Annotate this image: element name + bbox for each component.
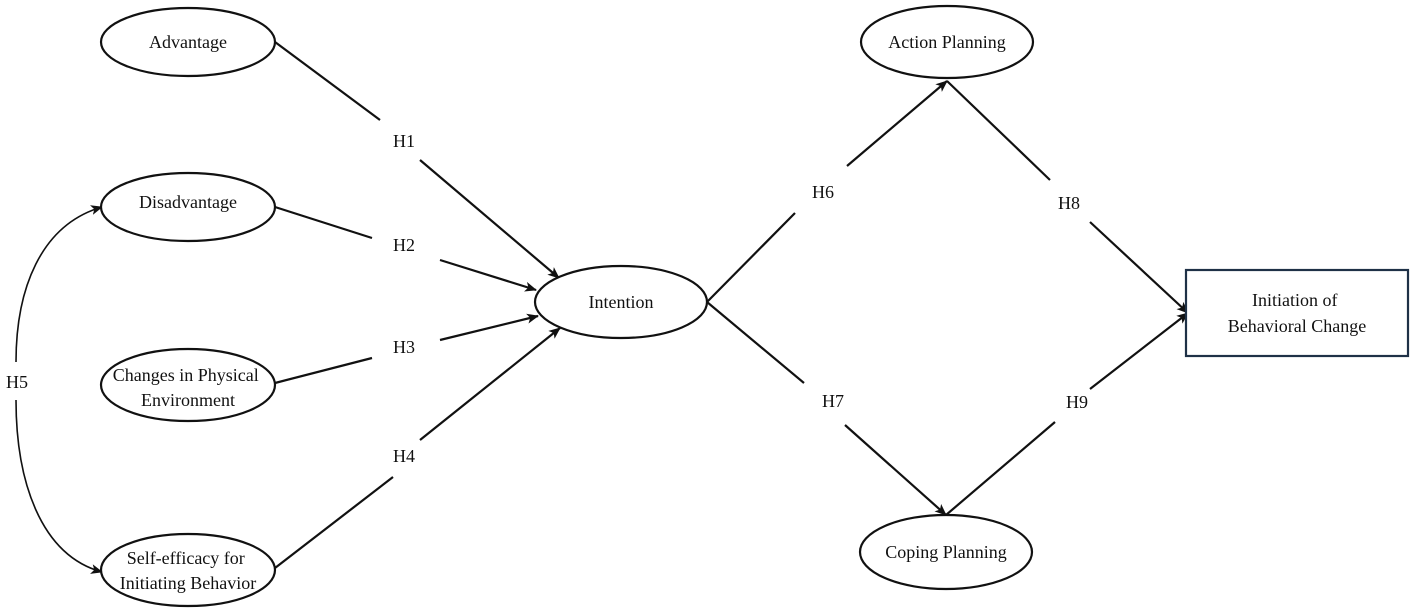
edge-h3-arrow <box>439 313 539 342</box>
edge-h6-segment-a <box>706 212 796 303</box>
hypothesis-label-h9: H9 <box>1066 392 1088 412</box>
hypothesis-label-h6: H6 <box>812 182 834 202</box>
edge-h7-segment-a <box>706 301 805 384</box>
hypothesis-label-h4: H4 <box>393 446 415 466</box>
edge-h8-segment-a <box>946 80 1051 181</box>
edges <box>15 41 1189 574</box>
edge-h4-segment-a <box>274 476 394 569</box>
hypothesis-labels: H1 H2 H3 H4 H5 H6 H7 H8 H9 <box>6 131 1088 466</box>
node-advantage-label: Advantage <box>149 32 227 52</box>
node-advantage: Advantage <box>99 6 277 78</box>
edge-h9-segment-a <box>945 421 1056 516</box>
edge-h5-lower-curve <box>15 399 103 574</box>
node-coping-planning: Coping Planning <box>858 513 1034 591</box>
node-intention-label: Intention <box>589 292 654 312</box>
edge-h9-arrow <box>1089 312 1189 390</box>
node-advantage-ellipse <box>99 6 277 78</box>
node-coping-planning-ellipse <box>858 513 1034 591</box>
hypothesis-label-h7: H7 <box>822 391 844 411</box>
edge-h2-arrow <box>439 258 537 292</box>
edge-h3-segment-a <box>274 356 373 385</box>
node-coping-planning-label: Coping Planning <box>885 542 1007 562</box>
node-self-efficacy-line-2: Initiating Behavior <box>120 573 256 593</box>
node-initiation-line-1: Initiation of <box>1252 290 1337 310</box>
node-physical-environment-line-1: Changes in Physical <box>113 365 259 385</box>
hypothesis-label-h3: H3 <box>393 337 415 357</box>
node-disadvantage-ellipse <box>99 171 277 243</box>
edge-h6-arrow <box>846 80 948 167</box>
node-physical-environment-ellipse <box>99 347 277 423</box>
hypothesis-label-h5: H5 <box>6 372 28 392</box>
node-initiation-line-2: Behavioral Change <box>1228 316 1366 336</box>
node-physical-environment-label: Changes in Physical Environment <box>113 365 264 410</box>
node-self-efficacy-label: Self-efficacy for Initiating Behavior <box>120 548 256 593</box>
hypothesis-label-h8: H8 <box>1058 193 1080 213</box>
node-action-planning-ellipse <box>859 4 1035 80</box>
hypothesis-label-h1: H1 <box>393 131 415 151</box>
edge-h1-segment-a <box>274 41 381 121</box>
hypothesis-label-h2: H2 <box>393 235 415 255</box>
edge-h8-arrow <box>1089 221 1189 314</box>
node-intention: Intention <box>533 264 709 340</box>
node-self-efficacy-ellipse <box>99 532 277 608</box>
node-initiation-box <box>1184 268 1410 358</box>
node-action-planning-label: Action Planning <box>888 32 1006 52</box>
node-self-efficacy: Self-efficacy for Initiating Behavior <box>99 532 277 608</box>
node-initiation-of-behavioral-change: Initiation of Behavioral Change <box>1184 268 1410 358</box>
edge-h1-arrow <box>419 159 560 279</box>
node-physical-environment: Changes in Physical Environment <box>99 347 277 423</box>
node-self-efficacy-line-1: Self-efficacy for <box>127 548 245 568</box>
node-disadvantage-label: Disadvantage <box>139 192 237 212</box>
node-physical-environment-line-2: Environment <box>141 390 235 410</box>
edge-h7-arrow <box>844 424 947 516</box>
edge-h2-segment-a <box>274 205 373 240</box>
edge-h4-arrow <box>419 327 561 441</box>
edge-h5-upper-curve <box>15 205 103 363</box>
node-intention-ellipse <box>533 264 709 340</box>
node-disadvantage: Disadvantage <box>99 171 277 243</box>
node-action-planning: Action Planning <box>859 4 1035 80</box>
node-initiation-label: Initiation of Behavioral Change <box>1228 290 1366 336</box>
